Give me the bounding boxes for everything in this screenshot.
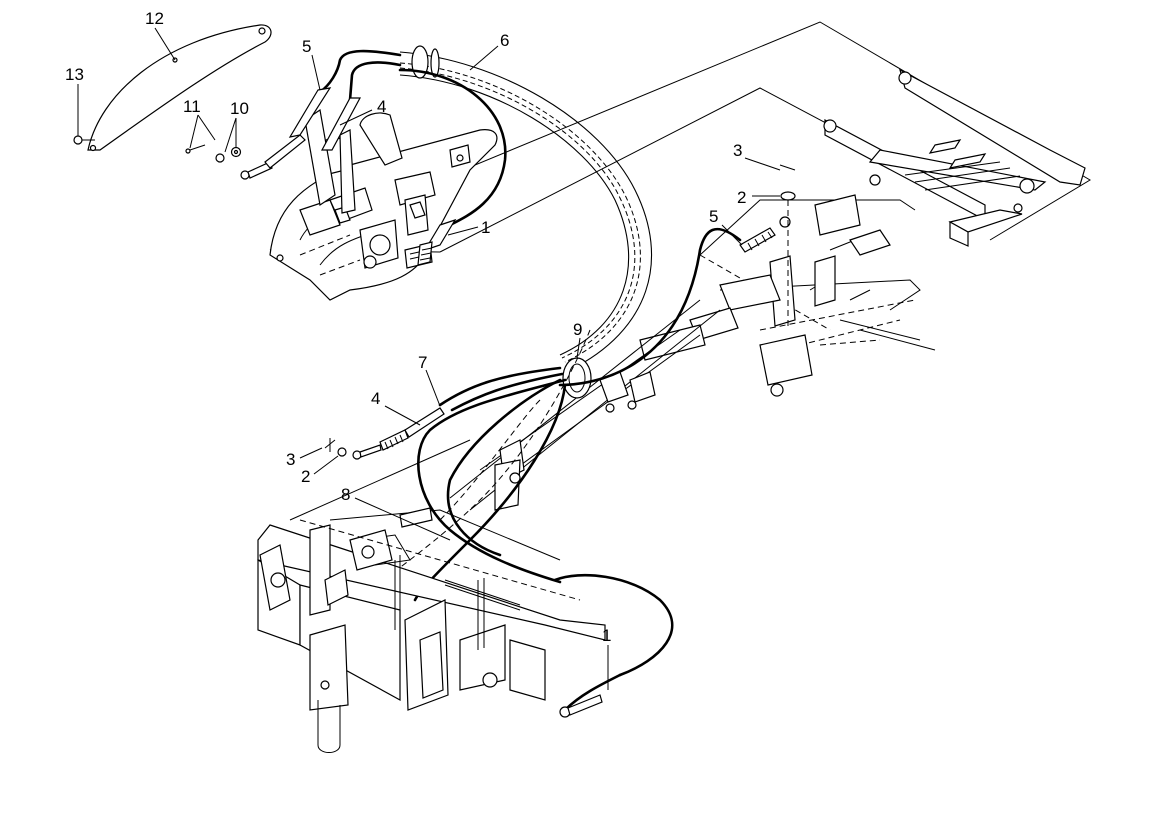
callout-7: 7 bbox=[418, 353, 427, 372]
washer-hardware bbox=[185, 134, 306, 180]
callout-10: 10 bbox=[230, 99, 249, 118]
callout-2-left: 2 bbox=[301, 467, 310, 486]
callout-9: 9 bbox=[573, 320, 582, 339]
callout-13: 13 bbox=[65, 65, 84, 84]
callout-3-left: 3 bbox=[286, 450, 295, 469]
callout-12: 12 bbox=[145, 9, 164, 28]
upper-cables bbox=[288, 49, 507, 266]
main-frame-rail bbox=[449, 194, 936, 511]
callout-5-top: 5 bbox=[302, 37, 311, 56]
lower-frame bbox=[257, 439, 606, 753]
callout-6: 6 bbox=[500, 31, 509, 50]
callout-11: 11 bbox=[183, 97, 201, 116]
leader-lines bbox=[77, 27, 781, 690]
callout-8: 8 bbox=[341, 485, 350, 504]
cable-end-left bbox=[324, 407, 445, 460]
callout-4-top: 4 bbox=[377, 97, 386, 116]
callout-5-right: 5 bbox=[709, 207, 718, 226]
callouts: 12 13 5 6 4 11 10 1 3 2 5 9 7 4 3 2 8 1 bbox=[65, 9, 746, 645]
cover-panel bbox=[87, 24, 272, 152]
cable-sheath bbox=[399, 45, 653, 371]
control-console bbox=[269, 108, 498, 301]
clamp bbox=[562, 357, 592, 399]
callout-4-left: 4 bbox=[371, 389, 380, 408]
callout-2-right: 2 bbox=[737, 188, 746, 207]
callout-1-bottom: 1 bbox=[602, 626, 611, 645]
callout-3-right: 3 bbox=[733, 141, 742, 160]
cable-end-right bbox=[739, 164, 796, 330]
callout-1-top: 1 bbox=[481, 218, 490, 237]
rear-bracket-assembly bbox=[823, 68, 1086, 247]
